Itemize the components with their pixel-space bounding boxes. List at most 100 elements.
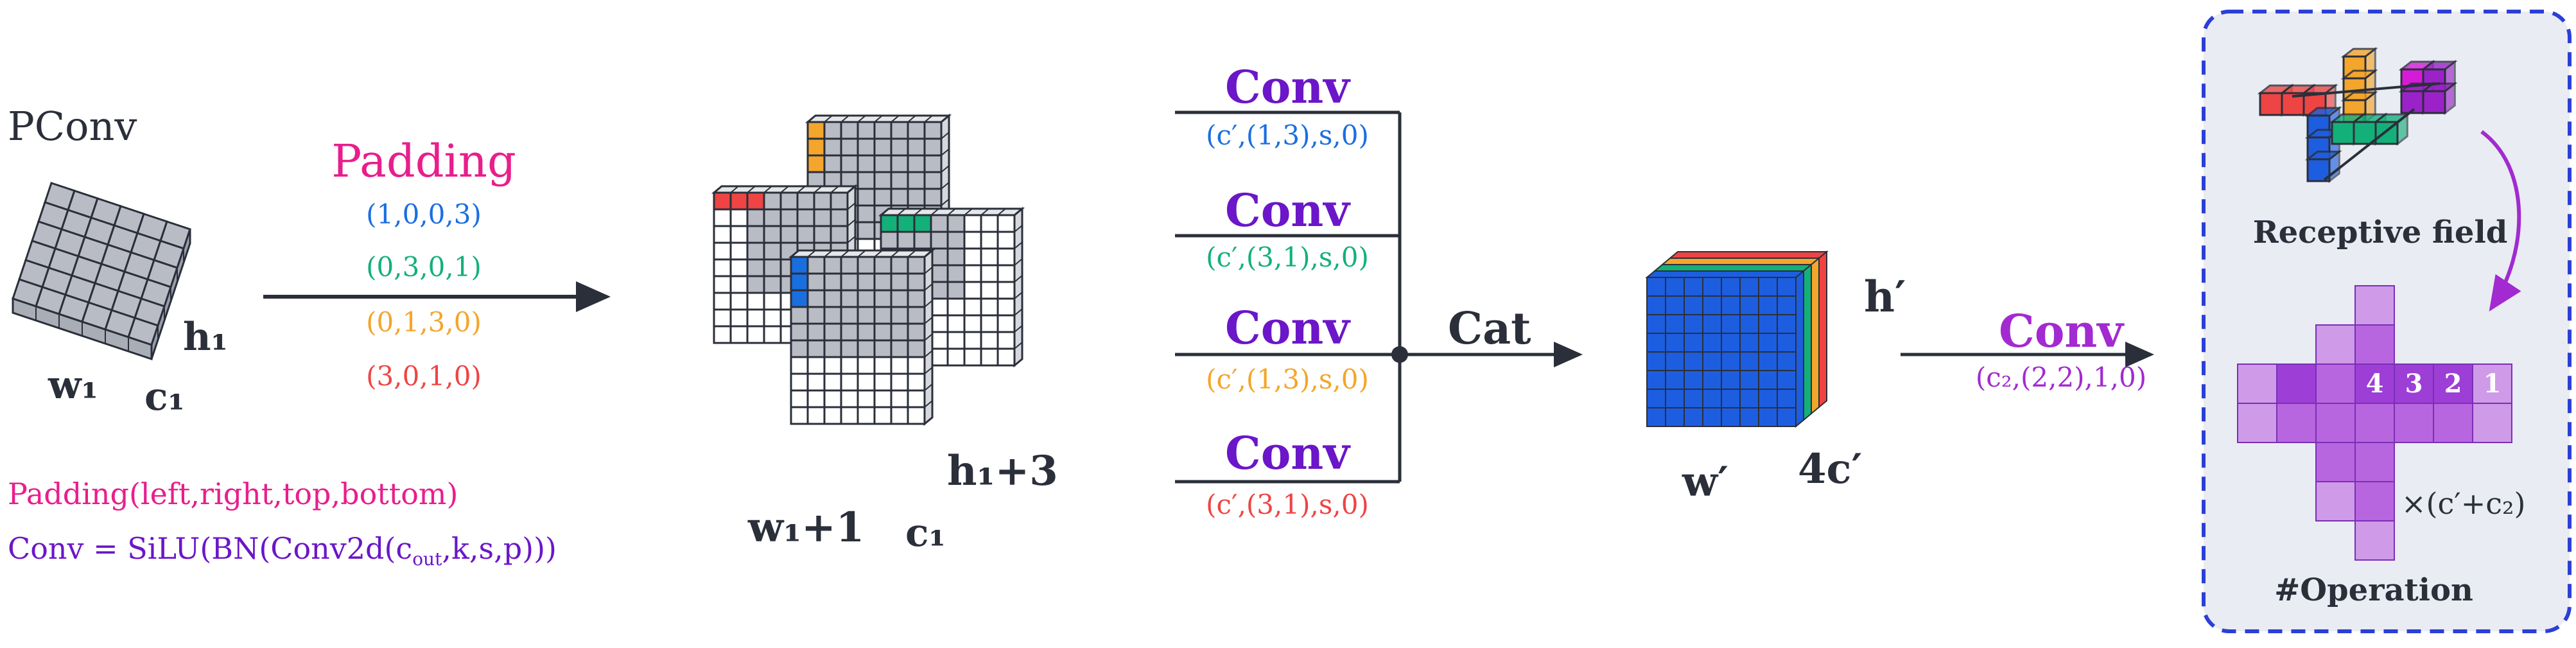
output-cell <box>1721 314 1741 334</box>
padded-slab-left-cell <box>779 225 799 244</box>
output-cell <box>1684 389 1703 408</box>
padded-slab-left-cell <box>813 225 832 244</box>
output-top-band <box>1660 258 1821 265</box>
padded-slab-top-cell <box>857 171 876 190</box>
padded-slab-left-top-line <box>747 186 756 193</box>
padded-slab-bottom-cell <box>790 256 809 275</box>
padded-slab-left-cell <box>713 225 732 244</box>
padded-slab-top-cell <box>907 121 926 140</box>
padded-slab-bottom-top-line <box>907 250 916 258</box>
padded-slab-bottom-cell <box>890 289 909 308</box>
output-cell <box>1665 277 1685 297</box>
operation-cell <box>2354 285 2395 326</box>
padded-slab-top-cell <box>907 154 926 173</box>
padded-slab-top-cell <box>873 121 892 140</box>
padded-slab-top-cell <box>923 121 943 140</box>
output-cell <box>1684 407 1703 427</box>
padded-slab-top-cell <box>907 137 926 157</box>
padded-slab-right-cell <box>980 331 999 350</box>
receptive-field-label: Receptive field <box>2253 215 2508 250</box>
padded-slab-bottom-cell <box>890 306 909 325</box>
padded-slab-bottom-cell <box>840 406 859 425</box>
legend-conv-prefix: Conv = SiLU(BN(Conv2d(c <box>8 531 412 566</box>
operation-cell <box>2276 363 2317 404</box>
padded-slab-top-top-line <box>874 115 883 123</box>
padded-slab-right-cell <box>963 331 982 350</box>
padded-slab-bottom <box>788 248 936 426</box>
padded-slab-bottom-side-line <box>924 300 933 308</box>
padded-slab-right-cell <box>980 231 999 250</box>
padded-slab-left-cell <box>779 208 799 227</box>
padded-slab-left-cell <box>746 258 765 277</box>
padded-slab-left-cell <box>830 225 849 244</box>
padded-slab-bottom-cell <box>907 339 926 358</box>
padded-slab-bottom-cell <box>907 372 926 392</box>
padded-slab-bottom-cell <box>790 389 809 408</box>
output-side-band <box>1795 269 1804 428</box>
padded-slab-top-cell <box>823 154 842 173</box>
padded-slab-right-top-line <box>997 208 1006 216</box>
padded-slab-bottom-cell <box>840 339 859 358</box>
padded-slab-bottom-cell <box>873 256 892 275</box>
padded-slab-bottom-cell <box>823 289 842 308</box>
padded-slab-right-cell <box>963 231 982 250</box>
padded-slab-bottom-cell <box>907 406 926 425</box>
padded-slab-right-cell <box>946 331 966 350</box>
padded-slab-left-cell <box>729 325 749 344</box>
output-cell <box>1665 314 1685 334</box>
padded-slab-bottom-cell <box>806 372 826 392</box>
padded-slab-right-top-line <box>897 208 906 216</box>
padded-slab-bottom-cell <box>790 356 809 375</box>
padded-slab-right-top-line <box>980 208 989 216</box>
padded-slab-left-cell <box>763 208 782 227</box>
padded-slab-bottom-cell <box>806 356 826 375</box>
output-cell <box>1684 370 1703 390</box>
padding-item-1: (1,0,0,3) <box>366 198 482 230</box>
padded-slab-bottom-cell <box>907 306 926 325</box>
padded-slab-bottom-side-line <box>924 400 933 408</box>
padded-slab-bottom-side-line <box>924 383 933 391</box>
padded-slab-top-side-line <box>941 132 950 139</box>
padded-slab-right-top-line <box>914 208 923 216</box>
padded-slab-right-cell <box>946 231 966 250</box>
operation-cell <box>2315 442 2356 482</box>
padded-slab-bottom-cell <box>873 289 892 308</box>
branch-2: Conv (c′,(3,1),s,0) <box>1175 184 1400 273</box>
output-cell <box>1665 295 1685 315</box>
padded-slab-bottom-cell <box>857 372 876 392</box>
padded-slab-bottom-cell <box>790 306 809 325</box>
padded-slab-bottom-cell <box>907 322 926 342</box>
padded-slab-right-cell <box>930 331 949 350</box>
output-cell <box>1702 370 1722 390</box>
legend-padding: Padding(left,right,top,bottom) <box>8 477 458 511</box>
operation-cell <box>2472 403 2512 443</box>
operation-cell <box>2354 520 2395 561</box>
rf-violet-2-front <box>2400 90 2424 114</box>
padded-slab-right-cell <box>930 347 949 367</box>
padded-slab-bottom-cell <box>806 306 826 325</box>
output-top-band <box>1645 270 1806 278</box>
padded-slab-right-cell <box>996 264 1016 283</box>
output-cell <box>1721 295 1741 315</box>
padded-slab-bottom-cell <box>890 272 909 292</box>
padded-slab-left-cell <box>729 225 749 244</box>
operation-cell <box>2354 324 2395 365</box>
legend-conv-sub: out <box>412 548 442 570</box>
output-cell <box>1684 351 1703 371</box>
padded-slab-left-cell <box>796 208 815 227</box>
output-cell <box>1739 407 1759 427</box>
padded-slab-left-cell <box>763 191 782 211</box>
padded-slab-left-cell <box>729 275 749 294</box>
padded-slab-left-cell <box>830 191 849 211</box>
padded-slab-top-top-line <box>924 115 933 123</box>
padded-slab-top-cell <box>890 121 909 140</box>
padded-slab-left-cell <box>779 191 799 211</box>
padded-slab-bottom-cell <box>873 339 892 358</box>
padded-slab-bottom-cell <box>823 256 842 275</box>
legend-conv: Conv = SiLU(BN(Conv2d(cout,k,s,p))) <box>8 531 557 570</box>
padded-slab-bottom-cell <box>840 306 859 325</box>
padded-slab-left-top-line <box>763 186 772 193</box>
padded-slab-right-cell <box>930 247 949 267</box>
padded-slab-top-top-line <box>907 115 916 123</box>
output-cell <box>1721 277 1741 297</box>
